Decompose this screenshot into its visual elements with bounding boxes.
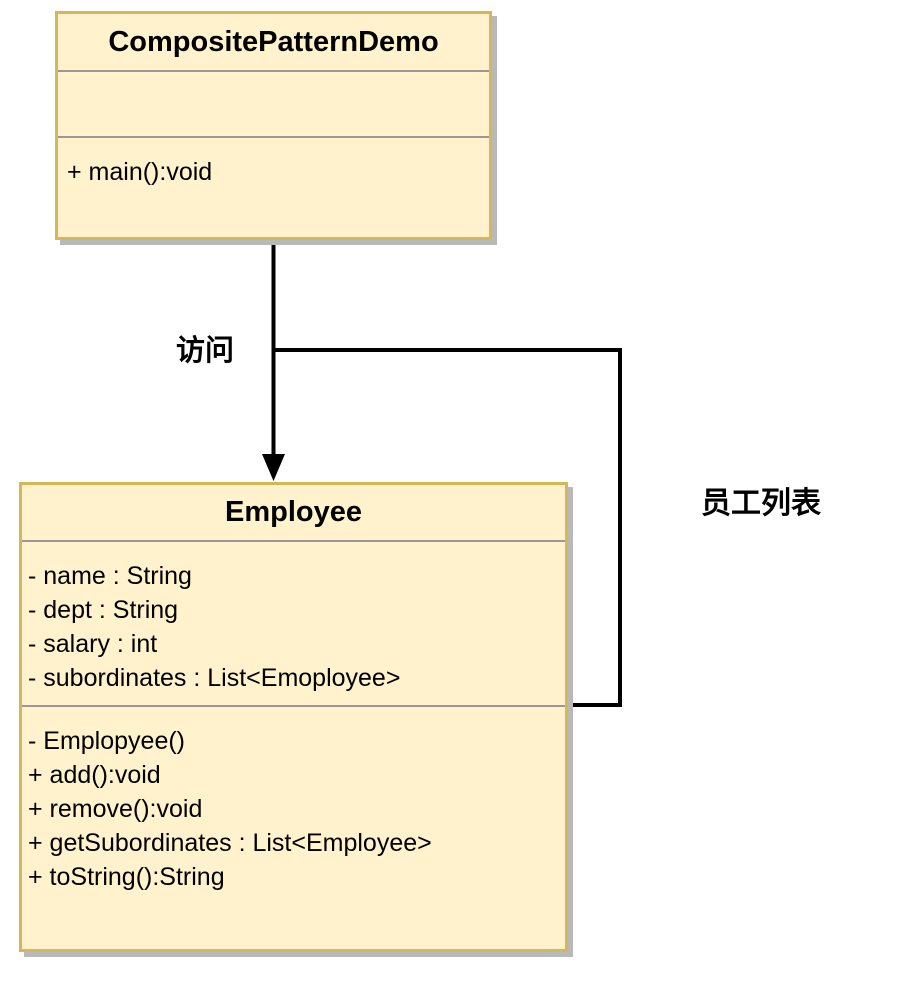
class-box-composite-pattern-demo: CompositePatternDemo + main():void	[55, 11, 492, 240]
access-arrowhead	[262, 454, 285, 481]
class-methods-section: - Emplopyee() + add():void + remove():void…	[22, 707, 565, 949]
class-member: - name : String	[28, 562, 192, 590]
class-member: + remove():void	[28, 795, 203, 823]
class-member: - salary : int	[28, 630, 158, 658]
class-member: + add():void	[28, 761, 161, 789]
class-member: - Emplopyee()	[28, 727, 185, 755]
class-attributes-section	[58, 72, 489, 138]
class-member: - subordinates : List<Emoployee>	[28, 664, 401, 692]
class-box-employee: Employee - name : String- dept : String-…	[19, 482, 568, 952]
class-title: Employee	[22, 485, 565, 542]
class-member: + toString():String	[28, 863, 225, 891]
class-member: + main():void	[67, 158, 213, 186]
edge-label-access: 访问	[176, 335, 235, 367]
class-title: CompositePatternDemo	[58, 14, 489, 72]
class-methods-section: + main():void	[58, 138, 489, 237]
list-association-line	[273, 348, 622, 707]
class-member: - dept : String	[28, 596, 179, 624]
edge-label-employee-list: 员工列表	[701, 487, 821, 520]
class-attributes-section: - name : String - dept : String - salary :…	[22, 542, 565, 707]
class-member: + getSubordinates : List<Employee>	[28, 829, 432, 857]
